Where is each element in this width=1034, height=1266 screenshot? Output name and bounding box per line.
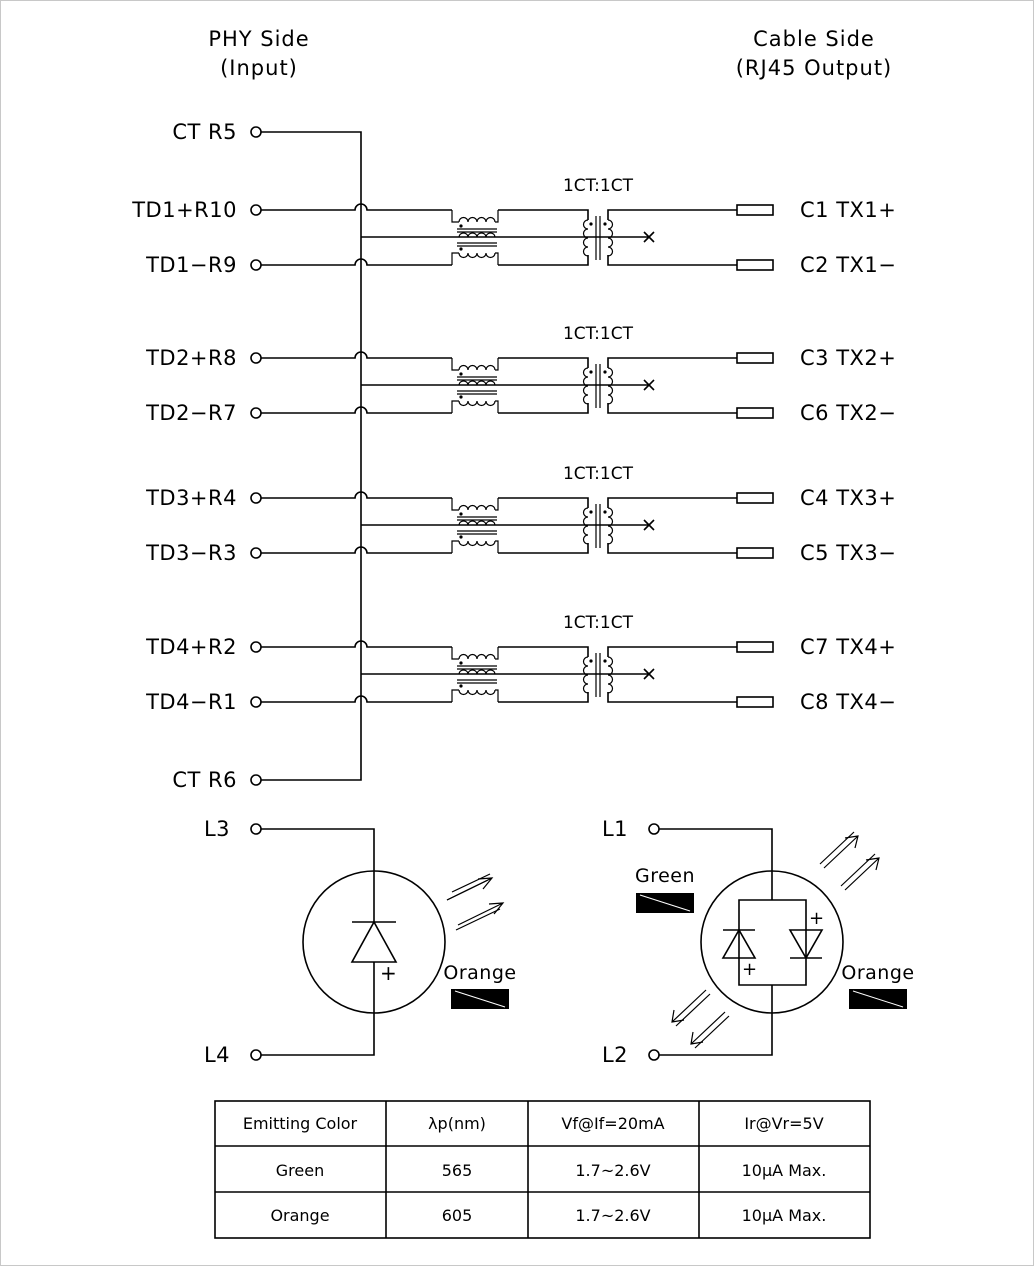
channel-4-ratio-label: 1CT:1CT [563, 613, 634, 633]
led-right: L1 L2 + + Green Orange [602, 817, 914, 1067]
ct-top-pin [250, 126, 262, 138]
ct-top-label: CT R5 [172, 120, 237, 144]
channel-3-input-minus-label: TD3−R3 [145, 541, 237, 565]
led-right-diode-2-icon [788, 929, 824, 960]
channel-2-transformer [250, 351, 774, 419]
table-header-cell: Ir@Vr=5V [744, 1114, 823, 1133]
pin-l2-label: L2 [602, 1043, 628, 1067]
led-left-color-label: Orange [443, 962, 516, 984]
phy-side-title: PHY Side [208, 27, 309, 51]
channel-2-input-plus-label: TD2+R8 [145, 346, 237, 370]
channel-3-input-plus-label: TD3+R4 [145, 486, 237, 510]
light-emission-arrows-icon [671, 831, 880, 1049]
spec-table: Emitting Color λp(nm) Vf@If=20mA Ir@Vr=5V Gr… [214, 1100, 871, 1239]
table-header-cell: λp(nm) [428, 1114, 486, 1133]
led-left-diode-icon [350, 920, 398, 963]
channel-2-output-plus-label: C3 TX2+ [800, 346, 896, 370]
led-left-polarity: + [380, 961, 397, 985]
channel-3-transformer [250, 491, 774, 559]
light-emission-arrows-icon [446, 873, 505, 931]
table-cell: 565 [442, 1161, 473, 1180]
channel-2-ratio-label: 1CT:1CT [563, 324, 634, 344]
channel-1-output-plus-label: C1 TX1+ [800, 198, 896, 222]
table-cell: 605 [442, 1206, 473, 1225]
channel-4-transformer [250, 640, 774, 708]
table-cell: 10μA Max. [742, 1206, 827, 1225]
pin-l3-label: L3 [204, 817, 230, 841]
channel-1-input-plus-label: TD1+R10 [131, 198, 237, 222]
ct-bottom-label: CT R6 [172, 768, 237, 792]
led-right-color-label-orange: Orange [841, 962, 914, 984]
table-cell: 1.7~2.6V [575, 1206, 650, 1225]
channel-4-output-plus-label: C7 TX4+ [800, 635, 896, 659]
table-cell: 1.7~2.6V [575, 1161, 650, 1180]
pin-l3 [250, 823, 262, 835]
channel-3-output-minus-label: C5 TX3− [800, 541, 896, 565]
channel-3-ratio-label: 1CT:1CT [563, 464, 634, 484]
pin-l1 [648, 823, 660, 835]
table-cell: Green [276, 1161, 324, 1180]
table-header-cell: Vf@If=20mA [561, 1114, 664, 1133]
channel-4-output-minus-label: C8 TX4− [800, 690, 896, 714]
led-right-color-label-green: Green [635, 865, 695, 887]
led-right-polarity-1: + [742, 959, 757, 980]
center-tap-bus [261, 131, 362, 781]
table-cell: 10μA Max. [742, 1161, 827, 1180]
led-right-polarity-2: + [809, 908, 824, 929]
led-right-diode-1-icon [721, 928, 757, 959]
pin-l1-label: L1 [602, 817, 628, 841]
channel-1-output-minus-label: C2 TX1− [800, 253, 896, 277]
cable-side-title: Cable Side [753, 27, 875, 51]
led-right-body [700, 870, 844, 1014]
channel-4-input-plus-label: TD4+R2 [145, 635, 237, 659]
led-left-body [302, 870, 446, 1014]
channel-2-output-minus-label: C6 TX2− [800, 401, 896, 425]
table-cell: Orange [270, 1206, 329, 1225]
channel-1-ratio-label: 1CT:1CT [563, 176, 634, 196]
channel-1-input-minus-label: TD1−R9 [145, 253, 237, 277]
pin-l4-label: L4 [204, 1043, 230, 1067]
cable-side-subtitle: (RJ45 Output) [736, 56, 893, 80]
channel-1-transformer [250, 203, 774, 271]
phy-side-subtitle: (Input) [220, 56, 298, 80]
ct-bottom-pin [250, 774, 262, 786]
channel-2-input-minus-label: TD2−R7 [145, 401, 237, 425]
channel-4-input-minus-label: TD4−R1 [145, 690, 237, 714]
led-left: L3 L4 + Orange [204, 817, 516, 1067]
channel-3-output-plus-label: C4 TX3+ [800, 486, 896, 510]
pin-l4 [250, 1049, 262, 1061]
table-header-cell: Emitting Color [243, 1114, 358, 1133]
pin-l2 [648, 1049, 660, 1061]
